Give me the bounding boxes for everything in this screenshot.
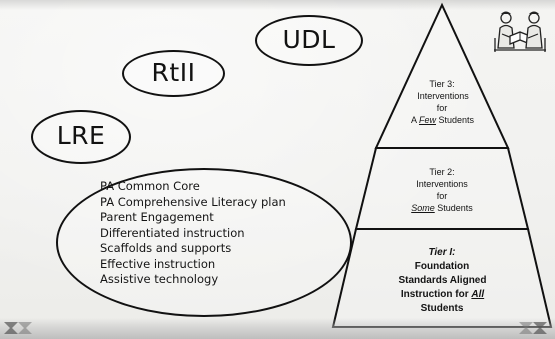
tier2-audience: Some Students (398, 202, 486, 214)
supports-list: PA Common Core PA Comprehensive Literacy… (100, 179, 286, 288)
bottom-border-strip (0, 318, 555, 339)
tier1-instruction-prefix: Instruction for (400, 289, 472, 300)
udl-oval (255, 15, 363, 66)
tier3-audience-emphasis: Few (418, 115, 436, 125)
tier2-audience-suffix: Students (434, 203, 473, 213)
list-item: Parent Engagement (100, 210, 214, 224)
tier1-instruction-emphasis: All (471, 289, 485, 300)
tier1-standards: Standards Aligned (398, 275, 487, 286)
tier1-students: Students (420, 303, 464, 314)
list-item: PA Comprehensive Literacy plan (100, 194, 286, 209)
tier2-audience-emphasis: Some (411, 203, 435, 213)
lre-label: LRE (56, 121, 106, 150)
list-item: Scaffolds and supports (100, 241, 232, 255)
corner-ornament-right-icon (519, 322, 547, 334)
tier2-for: for (436, 191, 448, 201)
tier2-interventions: Interventions (416, 179, 468, 189)
tier3-for: for (436, 103, 448, 113)
supports-oval (56, 168, 352, 317)
people-reading-clipart-icon (494, 11, 546, 52)
tier2-title: Tier 2: (429, 167, 455, 177)
tier1-title: Tier I: (428, 247, 456, 258)
tier3-title: Tier 3: (429, 79, 455, 89)
tier3-interventions: Interventions (417, 91, 469, 101)
list-item: Differentiated instruction (100, 225, 245, 240)
tier1-foundation: Foundation (414, 261, 470, 272)
cropped-header-strip (0, 0, 555, 10)
lre-oval (31, 110, 131, 164)
tier3-triangle (374, 2, 510, 149)
list-item: PA Common Core (100, 179, 200, 193)
rtii-oval (122, 50, 225, 97)
tier3-audience: A Few Students (400, 114, 485, 126)
udl-label: UDL (282, 25, 336, 54)
list-item: Effective instruction (100, 256, 216, 271)
list-item: Assistive technology (100, 272, 219, 286)
tier1-instruction: Instruction for All (375, 289, 510, 301)
tier3-audience-suffix: Students (436, 115, 475, 125)
rtii-label: RtII (151, 58, 196, 87)
tier3-audience-prefix: A (410, 115, 419, 125)
corner-ornament-left-icon (4, 322, 32, 334)
